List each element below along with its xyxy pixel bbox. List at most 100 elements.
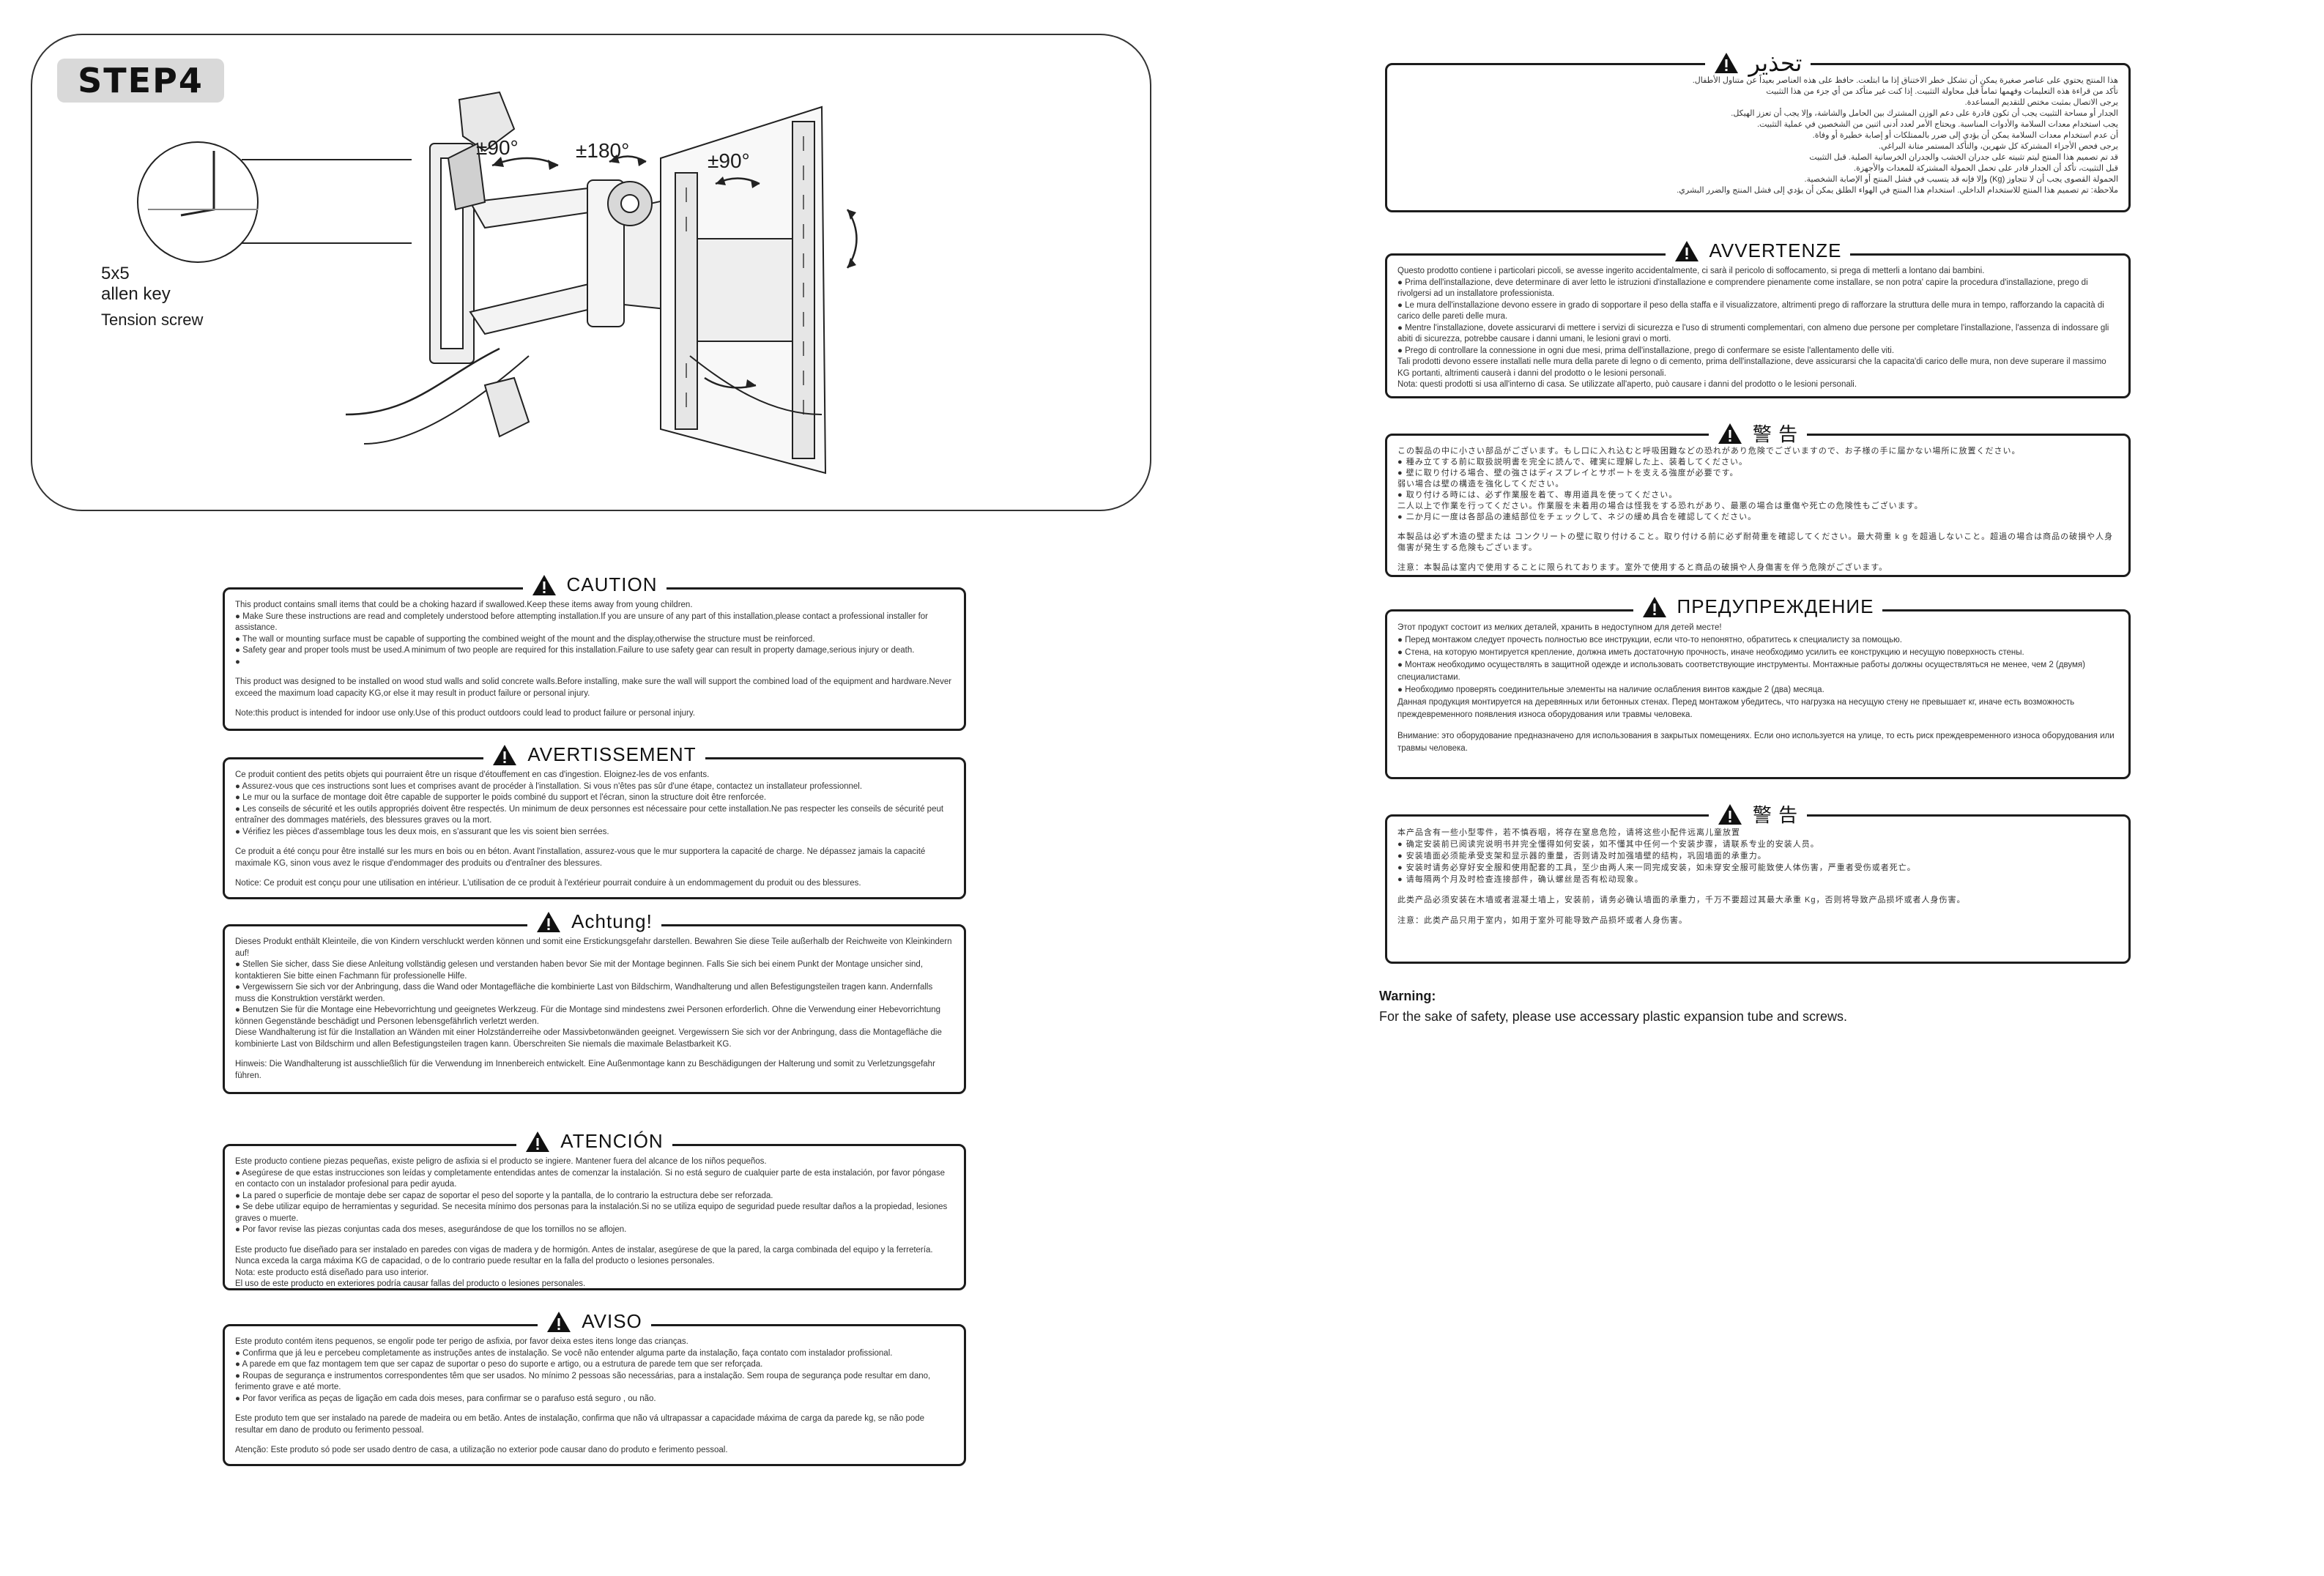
avertissement-line: Ce produit a été conçu pour être install… xyxy=(235,847,926,868)
arabic-line: قد تم تصميم هذا المنتج ليتم تثبيته على ج… xyxy=(1809,153,2118,162)
avertissement-title: AVERTISSEMENT xyxy=(527,743,697,765)
japanese-line: ● 二か月に一度は各部品の連結部位をチェックして、ネジの緩め具合を確認してくださ… xyxy=(1397,513,1757,521)
japanese-line: 弱い場合は壁の構造を強化してください。 xyxy=(1397,480,1564,488)
arabic-line: يجب استخدام معدات السلامة والأدوات المنا… xyxy=(1756,120,2118,129)
aviso-line: Este produto contém itens pequenos, se e… xyxy=(235,1337,688,1346)
atencion-line: ● Asegúrese de que estas instrucciones s… xyxy=(235,1168,946,1189)
russian-line: Внимание: это оборудование предназначено… xyxy=(1397,732,2115,753)
chinese-line: ● 安装墙面必须能承受支架和显示器的重量，否则请及时加强墙壁的结构，巩固墙面的承… xyxy=(1397,852,1767,861)
chinese-line: 本产品含有一些小型零件，若不慎吞咽，将存在窒息危险，请将这些小配件远离儿童放置 xyxy=(1397,828,1740,837)
avvertenze-line: ● Le mura dell'installazione devono esse… xyxy=(1397,300,2104,321)
arabic-line: ملاحظة: تم تصميم هذا المنتج للاستخدام ال… xyxy=(1677,186,2118,195)
arabic-line: يرجى الاتصال بمثبت مختص للتقديم المساعدة… xyxy=(1964,98,2118,107)
japanese-line: 注意：本製品は室内で使用することに限られております。室外で使用すると商品の破損や… xyxy=(1397,563,1888,572)
allen-key-label: allen key xyxy=(101,284,171,304)
japanese-line: ● 壁に取り付ける場合、壁の強さはディスプレイとサポートを支える強度が必要です。 xyxy=(1397,469,1739,477)
avvertenze-line: Questo prodotto contiene i particolari p… xyxy=(1397,267,1985,275)
japanese-line: 本製品は必ず木造の壁または コンクリートの壁に取り付けること。取り付ける前に必ず… xyxy=(1397,532,2114,552)
footer-warning-title: Warning: xyxy=(1379,989,1436,1003)
arabic-warning-box: تحذير هذا المنتج يحتوي على عناصر صغيرة ي… xyxy=(1385,49,2131,212)
avvertenze-line: ● Prego di controllare la connessione in… xyxy=(1397,346,1895,355)
caution-line: This product contains small items that c… xyxy=(235,601,693,609)
arabic-line: الجدار أو مساحة التثبيت يجب أن تكون قادر… xyxy=(1731,109,2118,118)
step-panel xyxy=(31,34,1151,511)
aviso-line: Atenção: Este produto só pode ser usado … xyxy=(235,1446,728,1454)
avertissement-box: AVERTISSEMENT Ce produit contient des pe… xyxy=(223,743,966,899)
japanese-line: 二人以上で作業を行ってください。作業服を未着用の場合は怪我をする恐れがあり、最悪… xyxy=(1397,502,1923,510)
arabic-line: هذا المنتج يحتوي على عناصر صغيرة يمكن أن… xyxy=(1692,76,2118,85)
arabic-title: تحذير xyxy=(1748,50,1803,76)
atencion-line: ● Por favor revise las piezas conjuntas … xyxy=(235,1225,627,1234)
chinese-line: ● 安装时请务必穿好安全服和使用配套的工具，至少由两人来一同完成安装，如未穿安全… xyxy=(1397,863,1916,872)
aviso-line: ● Roupas de segurança e instrumentos cor… xyxy=(235,1371,931,1392)
footer-warning-text: For the sake of safety, please use acces… xyxy=(1379,1009,1847,1024)
aviso-line: ● A parede em que faz montagem tem que s… xyxy=(235,1360,763,1369)
allen-key-icon xyxy=(180,151,215,217)
avvertenze-line: Nota: questi prodotti si usa all'interno… xyxy=(1397,380,1857,389)
russian-line: ● Перед монтажом следует прочесть полнос… xyxy=(1397,636,1902,644)
tilt-arrow xyxy=(846,209,858,269)
aviso-box: AVISO Este produto contém itens pequenos… xyxy=(223,1310,966,1466)
caution-line: ● Safety gear and proper tools must be u… xyxy=(235,646,915,655)
avvertenze-line: Tali prodotti devono essere installati n… xyxy=(1397,357,2106,378)
rotation-center-label: ±180° xyxy=(576,139,630,162)
atencion-line: ● La pared o superficie de montaje debe … xyxy=(235,1191,773,1200)
russian-line: ● Монтаж необходимо осуществлять в защит… xyxy=(1397,661,2085,682)
arabic-line: أن عدم استخدام معدات السلامة يمكن أن يؤد… xyxy=(1812,131,2118,140)
aviso-line: Este produto tem que ser instalado na pa… xyxy=(235,1414,925,1435)
achtung-line: ● Stellen Sie sicher, dass Sie diese Anl… xyxy=(235,960,924,981)
avvertenze-box: AVVERTENZE Questo prodotto contiene i pa… xyxy=(1385,239,2131,398)
allen-key-size: 5x5 xyxy=(101,264,130,283)
avvertenze-line: ● Prima dell'installazione, deve determi… xyxy=(1397,278,2088,299)
rotation-left-label: ±90° xyxy=(476,136,519,159)
japanese-line: この製品の中に小さい部品がございます。もし口に入れ込むと呼吸困難などの恐れがあり… xyxy=(1397,447,2021,456)
achtung-line: Diese Wandhalterung ist für die Installa… xyxy=(235,1028,942,1049)
chinese-warning-box: 警 告 本产品含有一些小型零件，若不慎吞咽，将存在窒息危险，请将这些小配件远离儿… xyxy=(1385,800,2131,964)
hand-lower xyxy=(483,376,530,438)
avertissement-line: ● Assurez-vous que ces instructions sont… xyxy=(235,781,863,791)
warning-icon xyxy=(1718,803,1742,825)
caution-title: CAUTION xyxy=(566,573,658,595)
atencion-line: Este producto fue diseñado para ser inst… xyxy=(235,1245,933,1266)
warning-icon xyxy=(1674,240,1699,262)
chinese-line: 注意：此类产品只用于室内，如用于室外可能导致产品损坏或者人身伤害。 xyxy=(1397,916,1688,925)
russian-title: ПРЕДУПРЕЖДЕНИЕ xyxy=(1677,595,1874,617)
step-illustration xyxy=(137,91,858,475)
aviso-line: ● Confirma que já leu e percebeu complet… xyxy=(235,1348,893,1358)
avvertenze-line: ● Mentre l'installazione, dovete assicur… xyxy=(1397,323,2109,344)
warning-icon xyxy=(1714,52,1739,74)
russian-line: ● Стена, на которую монтируется креплени… xyxy=(1397,648,2024,657)
japanese-line: ● 種み立てする前に取扱説明書を完全に読んで、確実に理解した上、装着してください… xyxy=(1397,458,1748,467)
caution-line: This product was designed to be installe… xyxy=(235,677,952,698)
aviso-line: ● Por favor verifica as peças de ligação… xyxy=(235,1394,656,1403)
achtung-box: Achtung! Dieses Produkt enthält Kleintei… xyxy=(223,910,966,1094)
russian-line: Этот продукт состоит из мелких деталей, … xyxy=(1397,623,1722,632)
achtung-line: ● Benutzen Sie für die Montage eine Hebe… xyxy=(235,1006,941,1026)
avertissement-line: ● Le mur ou la surface de montage doit ê… xyxy=(235,793,767,802)
avertissement-line: Notice: Ce produit est conçu pour une ut… xyxy=(235,879,861,888)
hand-upper xyxy=(458,91,516,152)
caution-line: ● Make Sure these instructions are read … xyxy=(235,612,929,633)
russian-line: Данная продукция монтируется на деревянн… xyxy=(1397,698,2075,719)
chinese-line: ● 确定安装前已阅读完说明书并完全懂得如何安装，如不懂其中任何一个安装步骤，请联… xyxy=(1397,840,1819,849)
arabic-line: تأكد من قراءة هذه التعليمات وفهمها تماما… xyxy=(1766,87,2118,96)
avertissement-line: ● Les conseils de sécurité et les outils… xyxy=(235,804,944,825)
atencion-line: Este producto contiene piezas pequeñas, … xyxy=(235,1157,767,1166)
arabic-line: يرجى فحص الأجزاء المشتركة كل شهرين، والت… xyxy=(1879,142,2118,151)
russian-line: ● Необходимо проверять соединительные эл… xyxy=(1397,685,1824,694)
chinese-line: 此类产品必须安装在木墙或者混凝土墙上，安装前，请务必确认墙面的承重力，千万不要超… xyxy=(1397,896,1966,904)
warning-icon xyxy=(536,911,561,933)
warning-icon xyxy=(1642,596,1667,618)
achtung-line: Hinweis: Die Wandhalterung ist ausschlie… xyxy=(235,1060,935,1080)
aviso-title: AVISO xyxy=(582,1310,642,1332)
caution-line: ● xyxy=(235,657,240,666)
warning-icon xyxy=(546,1311,571,1333)
arabic-line: قبل التثبيت، تأكد أن الجدار قادر على تحم… xyxy=(1854,164,2118,173)
achtung-line: Dieses Produkt enthält Kleinteile, die v… xyxy=(235,937,952,958)
atencion-line: ● Se debe utilizar equipo de herramienta… xyxy=(235,1203,948,1223)
avertissement-line: Ce produit contient des petits objets qu… xyxy=(235,770,710,779)
chinese-title: 警 告 xyxy=(1752,804,1799,826)
japanese-line: ● 取り付ける時には、必ず作業服を着て、専用道具を使ってください。 xyxy=(1397,491,1678,499)
avvertenze-title: AVVERTENZE xyxy=(1709,239,1842,261)
caution-line: Note:this product is intended for indoor… xyxy=(235,709,695,718)
